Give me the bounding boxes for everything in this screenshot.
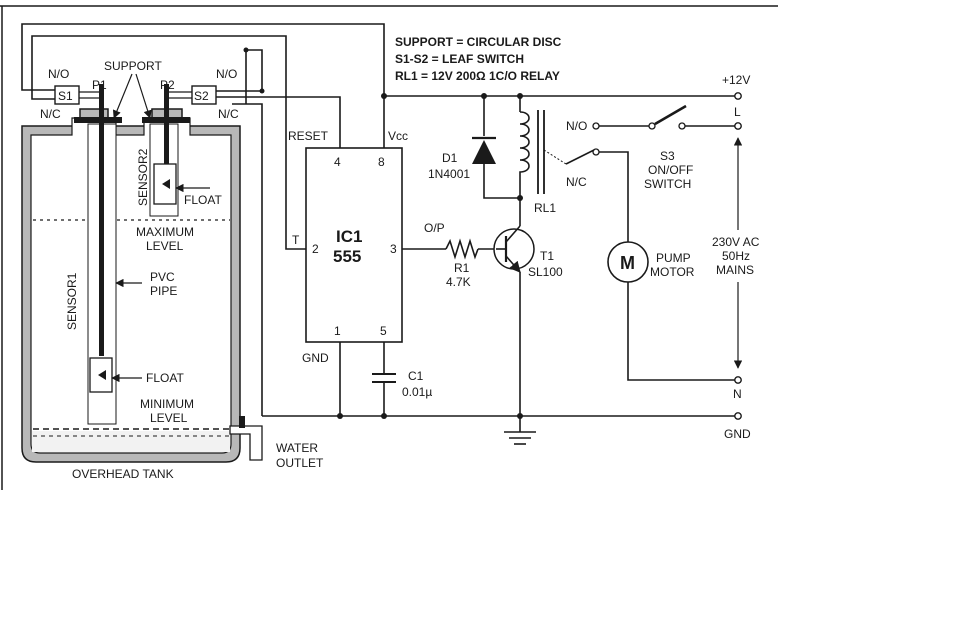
ic1-name: IC1 (336, 227, 362, 246)
p1-label: P1 (92, 78, 107, 92)
mains-label-3: MAINS (716, 263, 754, 277)
water-bottom (32, 431, 230, 452)
relay-coil (519, 111, 530, 176)
gnd-label: GND (724, 427, 751, 441)
s1-nc-label: N/C (40, 107, 61, 121)
outlet-label-1: WATER (276, 441, 318, 455)
resistor-r1: R1 4.7K (445, 238, 479, 289)
t1-value: SL100 (528, 265, 563, 279)
pump-motor: M PUMP MOTOR (607, 241, 695, 283)
c1-name: C1 (408, 369, 424, 383)
p2-label: P2 (160, 78, 175, 92)
switch-s3: S3 ON/OFF SWITCH (644, 104, 693, 191)
note-switches: S1-S2 = LEAF SWITCH (395, 52, 524, 66)
reset-label: RESET (288, 129, 329, 143)
max-level-label-2: LEVEL (146, 239, 184, 253)
n-label: N (733, 387, 742, 401)
s3-desc-2: SWITCH (644, 177, 691, 191)
s3-lever (654, 104, 687, 126)
vcc-label: Vcc (388, 129, 408, 143)
note-support: SUPPORT = CIRCULAR DISC (395, 35, 562, 49)
ic1-part: 555 (333, 247, 361, 266)
p2-rod (164, 84, 169, 164)
outlet-label-2: OUTLET (276, 456, 324, 470)
d1-value: 1N4001 (428, 167, 470, 181)
terminal-l (734, 122, 742, 130)
float-bottom-label: FLOAT (146, 371, 184, 385)
sensor1-label: SENSOR1 (65, 272, 79, 330)
support-label: SUPPORT (104, 59, 162, 73)
ic1-body (305, 147, 403, 343)
pin2-label: 2 (312, 242, 319, 256)
terminal-n (734, 376, 742, 384)
pvc-label-2: PIPE (150, 284, 177, 298)
pin8-label: 8 (378, 155, 385, 169)
terminal-plus12v (734, 92, 742, 100)
float-top-label: FLOAT (184, 193, 222, 207)
s3-name: S3 (660, 149, 675, 163)
leaf-switch-s2: S2 N/O N/C (168, 67, 239, 121)
terminal-gnd (734, 412, 742, 420)
max-level-label-1: MAXIMUM (136, 225, 194, 239)
svg-text:S1: S1 (58, 89, 73, 103)
min-level-label-1: MINIMUM (140, 397, 194, 411)
s2-nc-label: N/C (218, 107, 239, 121)
p1-rod (99, 84, 104, 356)
leaf-switch-s1: S1 N/O N/C (40, 67, 100, 121)
float-top-pointer (162, 179, 170, 189)
t1-name: T1 (540, 249, 554, 263)
mains-label-1: 230V AC (712, 235, 760, 249)
motor-symbol: M (620, 253, 635, 273)
support-arrow-right (135, 73, 152, 119)
plus12v-label: +12V (722, 73, 750, 87)
motor-label-1: PUMP (656, 251, 691, 265)
tank-inner (30, 117, 232, 454)
support-arrow-left (112, 73, 133, 119)
c1-value: 0.01µ (402, 385, 432, 399)
tank-label: OVERHEAD TANK (72, 467, 174, 481)
float-bottom-pointer (98, 370, 106, 380)
output-label: O/P (424, 221, 445, 235)
r1-value: 4.7K (446, 275, 471, 289)
pin1-label: 1 (334, 324, 341, 338)
sensor2-label: SENSOR2 (136, 148, 150, 206)
transistor-t1: T1 SL100 (493, 225, 563, 279)
pin5-label: 5 (380, 324, 387, 338)
r1-name: R1 (454, 261, 470, 275)
wiring (21, 23, 738, 445)
svg-text:S2: S2 (194, 89, 209, 103)
page-border (0, 5, 778, 490)
ic1-555-timer: IC1 555 RESET Vcc 4 8 2 3 1 5 T O/P GND (288, 129, 445, 365)
relay-rl1: N/O N/C RL1 (519, 110, 600, 215)
min-level-label-2: LEVEL (150, 411, 188, 425)
pin3-label: 3 (390, 242, 397, 256)
l-label: L (734, 105, 741, 119)
rl1-label: RL1 (534, 201, 556, 215)
outlet-valve (239, 416, 245, 428)
mains-label-2: 50Hz (722, 249, 750, 263)
d1-name: D1 (442, 151, 458, 165)
relay-armature (565, 149, 595, 165)
note-relay: RL1 = 12V 200Ω 1C/O RELAY (395, 69, 560, 83)
s3-desc-1: ON/OFF (648, 163, 693, 177)
overhead-tank: SUPPORT P1 P2 SENSOR1 SENSOR2 FLOAT MAXI… (21, 59, 324, 481)
relay-nc-label: N/C (566, 175, 587, 189)
motor-label-2: MOTOR (650, 265, 695, 279)
notes: SUPPORT = CIRCULAR DISC S1-S2 = LEAF SWI… (395, 35, 562, 83)
water-outlet-pipe (229, 425, 263, 461)
capacitor-c1: C1 0.01µ (372, 369, 432, 399)
pvc-label-1: PVC (150, 270, 175, 284)
trigger-label: T (292, 233, 300, 247)
s2-no-label: N/O (216, 67, 237, 81)
s1-no-label: N/O (48, 67, 69, 81)
diode-d1: D1 1N4001 (428, 136, 496, 181)
ic-gnd-label: GND (302, 351, 329, 365)
rail-terminals: +12V L N GND 230V AC 50Hz MAINS (712, 73, 760, 441)
support-disc-left (74, 117, 122, 123)
pin4-label: 4 (334, 155, 341, 169)
relay-no-label: N/O (566, 119, 587, 133)
